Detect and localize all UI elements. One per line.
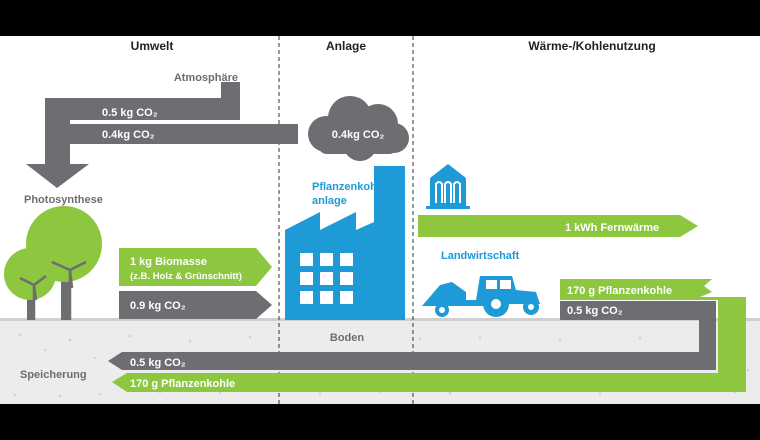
label-atmosphaere: Atmosphäre — [174, 72, 238, 84]
section-waerme: Wärme-/Kohlenutzung — [528, 39, 655, 53]
label-landwirtschaft: Landwirtschaft — [441, 250, 520, 262]
flow-pflanzenkohle-right: 170 g Pflanzenkohle — [567, 285, 672, 297]
co2-atmosphere-arrow — [26, 82, 240, 188]
flow-co2-bio: 0.9 kg CO₂ — [130, 300, 186, 312]
pflanzenkohle-storage-connector — [719, 297, 746, 392]
section-anlage: Anlage — [326, 39, 366, 53]
label-speicherung: Speicherung — [20, 369, 87, 381]
radiator-house-icon — [426, 164, 470, 209]
flow-pflanzenkohle-store: 170 g Pflanzenkohle — [130, 378, 235, 390]
flow-co2-mid: 0.4kg CO₂ — [102, 129, 155, 141]
biomasse-arrow — [119, 248, 272, 286]
co2-storage-arrow — [112, 352, 716, 370]
fernwaerme-arrow — [418, 215, 698, 237]
flow-biomasse-sub: (z.B. Holz & Grünschnitt) — [130, 271, 242, 282]
tractor-icon — [422, 276, 540, 317]
wind-turbine-icon — [19, 260, 87, 320]
flow-fernwaerme: 1 kWh Fernwärme — [565, 222, 659, 234]
section-umwelt: Umwelt — [131, 39, 174, 53]
label-photosynthese: Photosynthese — [24, 194, 103, 206]
co2-biomass-arrow — [119, 291, 272, 319]
label-pflanzenkohle-anlage-2: anlage — [312, 195, 347, 207]
co2-band-right — [560, 301, 716, 320]
pflanzenkohle-storage-arrow — [112, 373, 746, 392]
flow-biomasse: 1 kg Biomasse — [130, 256, 207, 268]
flow-co2-right: 0.5 kg CO₂ — [567, 305, 623, 317]
co2-storage-connector — [699, 301, 716, 370]
cloud-icon — [308, 96, 409, 161]
flow-co2-cloud: 0.4kg CO₂ — [332, 129, 385, 141]
co2-return-arrow — [70, 124, 298, 144]
factory-icon — [285, 166, 405, 320]
label-boden: Boden — [330, 332, 365, 344]
label-pflanzenkohle-anlage-1: Pflanzenkohle- — [312, 181, 390, 193]
flow-co2-store: 0.5 kg CO₂ — [130, 357, 186, 369]
flow-co2-top: 0.5 kg CO₂ — [102, 107, 158, 119]
